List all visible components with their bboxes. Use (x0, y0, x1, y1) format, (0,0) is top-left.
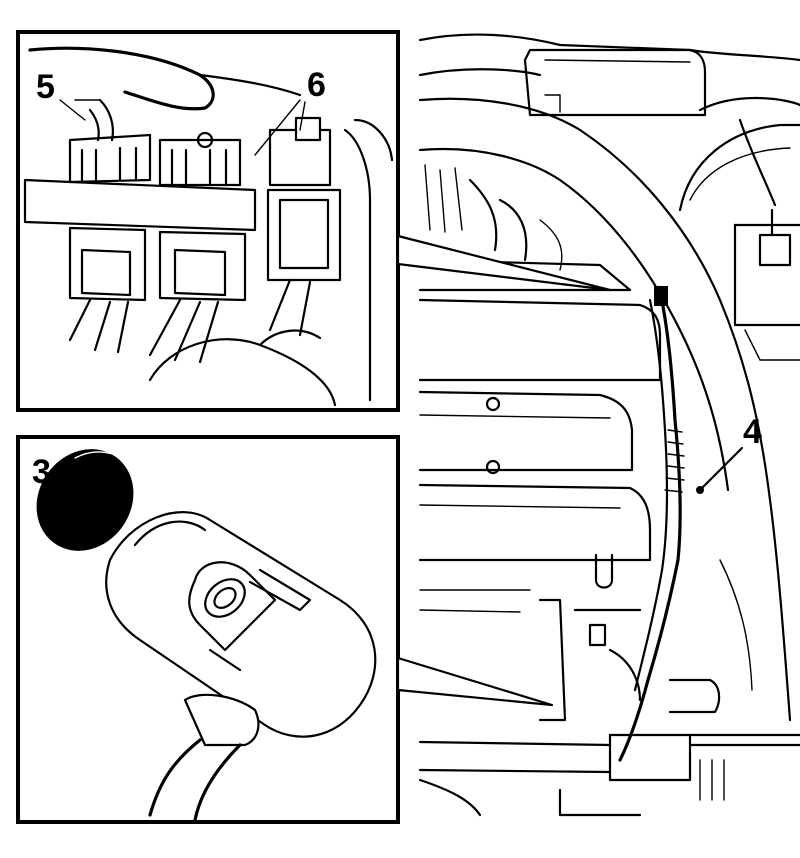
callout-label-3: 3 (32, 453, 51, 491)
callout-label-4: 4 (743, 413, 762, 451)
connector-inset (16, 30, 612, 412)
sensor-inset (16, 435, 554, 824)
callout-label-6: 6 (307, 66, 326, 104)
engine-bay-view (418, 33, 800, 817)
plug-cap-shape (36, 449, 134, 551)
callout-label-5: 5 (36, 68, 55, 106)
